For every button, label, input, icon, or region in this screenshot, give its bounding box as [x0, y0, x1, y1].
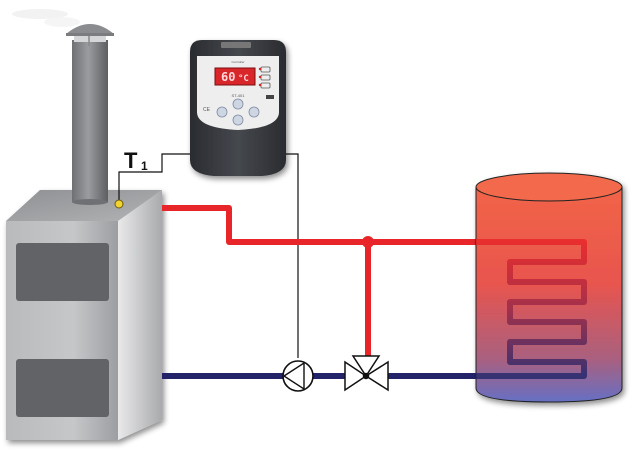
- controller-down-button[interactable]: [232, 114, 244, 126]
- boiler-door-upper: [16, 243, 109, 301]
- temperature-sensor: [114, 199, 124, 209]
- controller-model: ST-401: [232, 93, 246, 98]
- sensor-wire: [118, 153, 196, 204]
- supply-junction: [362, 236, 374, 248]
- ce-mark: CE: [203, 107, 211, 113]
- lcd-unit: °C: [238, 74, 249, 84]
- boiler: [6, 190, 162, 440]
- chimney-base: [72, 180, 108, 202]
- controller-left-button[interactable]: [216, 106, 228, 118]
- sensor-label: T: [124, 148, 138, 173]
- pump-wire: [284, 153, 299, 358]
- boiler-door-lower: [16, 359, 109, 417]
- controller-lcd: [214, 67, 256, 86]
- lcd-value: 60: [221, 70, 235, 84]
- controller-header-text: Controller: [231, 60, 244, 64]
- supply-pipe: [162, 205, 480, 357]
- controller-up-button[interactable]: [232, 98, 244, 110]
- three-way-valve: [344, 355, 389, 392]
- chimney: [66, 24, 114, 205]
- hot-water-tank: [475, 172, 623, 403]
- controller-right-button[interactable]: [248, 106, 260, 118]
- heating-coil: [476, 239, 587, 379]
- sensor-label-subscript: 1: [141, 159, 148, 173]
- circulation-pump: [282, 360, 314, 392]
- indicator-icons: [258, 66, 271, 89]
- controller[interactable]: Controller 60 °C ST-401 CE: [190, 40, 286, 176]
- smoke: [12, 9, 80, 27]
